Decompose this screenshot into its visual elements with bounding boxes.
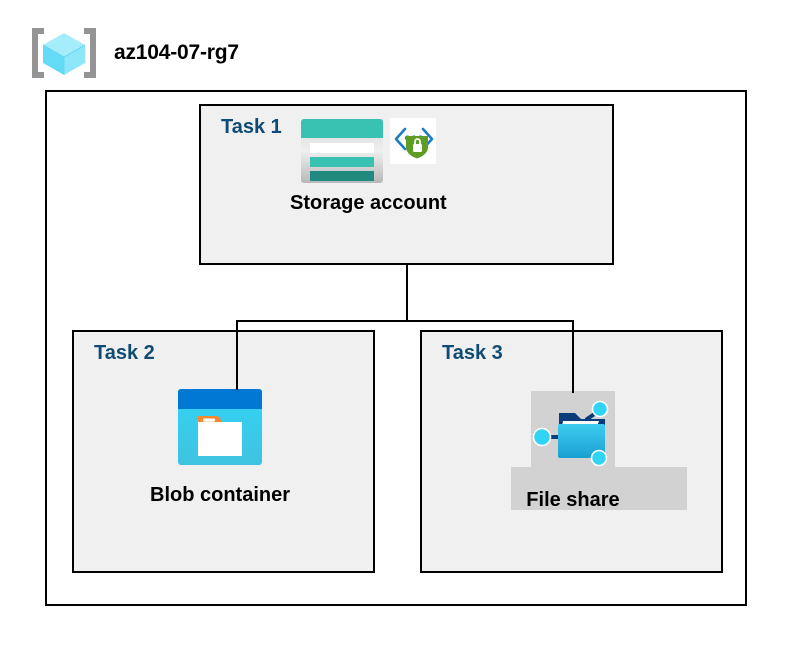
secure-api-shield-icon: [390, 118, 437, 164]
connector-storage-to-bus: [406, 265, 408, 322]
task-3-label: Task 3: [442, 342, 503, 364]
resource-group-title: az104-07-rg7: [114, 41, 239, 64]
blob-container-icon: [177, 388, 263, 466]
blob-container-caption: Blob container: [150, 484, 291, 506]
storage-account-caption: Storage account: [290, 192, 447, 214]
storage-account-node[interactable]: Storage account: [290, 118, 447, 214]
task-2-label: Task 2: [94, 342, 155, 364]
task-1-label: Task 1: [221, 116, 282, 138]
storage-account-icon-row: [300, 118, 437, 184]
storage-account-icon: [300, 118, 384, 184]
file-share-caption: File share: [526, 489, 620, 511]
file-share-icon: [521, 391, 625, 471]
connector-bus-to-blob-container: [236, 320, 238, 390]
resource-group-header: az104-07-rg7: [28, 24, 239, 82]
connector-horizontal-bus: [236, 320, 574, 322]
file-share-text-highlight: [511, 467, 687, 510]
blob-container-node[interactable]: Blob container: [150, 388, 290, 506]
connector-bus-to-file-share: [572, 320, 574, 393]
file-share-node[interactable]: File share: [521, 391, 625, 511]
resource-group-icon: [28, 24, 100, 82]
